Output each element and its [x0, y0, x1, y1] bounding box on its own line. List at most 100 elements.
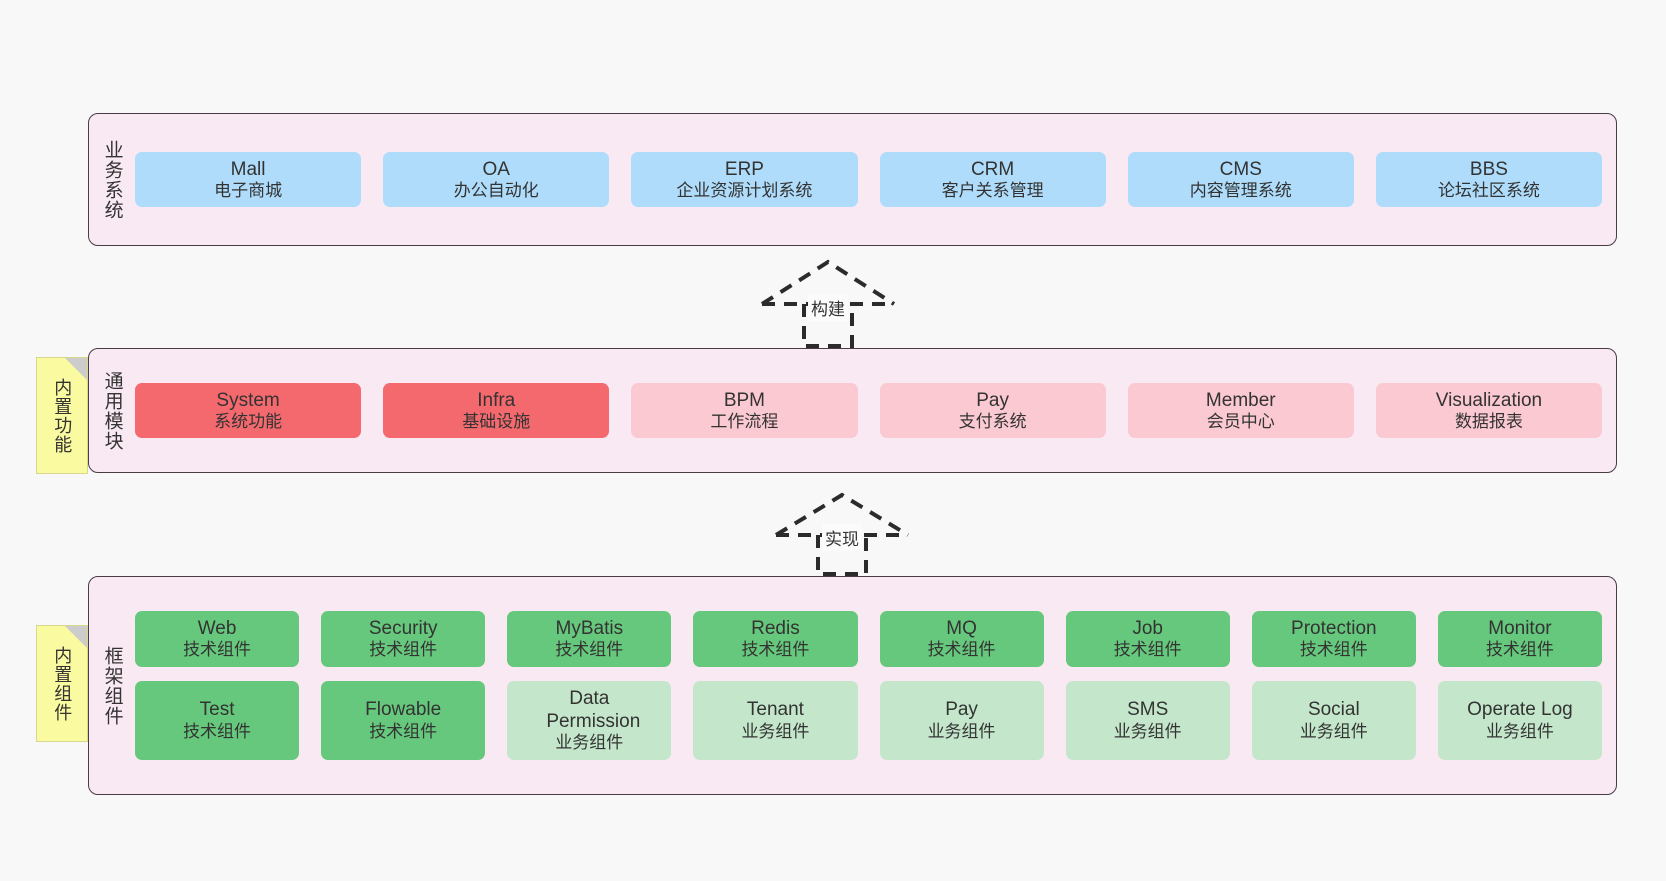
layer-body-common-module: System 系统功能 Infra 基础设施 BPM 工作流程 Pay 支付系统…: [135, 349, 1616, 472]
card-title: Tenant: [746, 699, 804, 721]
card-social[interactable]: Social 业务组件: [1251, 680, 1416, 760]
card-infra[interactable]: Infra 基础设施: [383, 382, 610, 439]
card-mall[interactable]: Mall 电子商城: [135, 151, 362, 208]
card-security[interactable]: Security 技术组件: [321, 611, 486, 667]
card-oa[interactable]: OA 办公自动化: [383, 151, 610, 208]
card-redis[interactable]: Redis 技术组件: [693, 611, 858, 667]
note-builtin-features: 内置功能: [36, 357, 88, 474]
card-row: Web 技术组件 Security 技术组件 MyBatis 技术组件 Redi…: [135, 611, 1602, 667]
card-title: Pay: [976, 389, 1009, 411]
card-title: Visualization: [1435, 389, 1543, 411]
card-title: Protection: [1291, 618, 1377, 639]
card-member[interactable]: Member 会员中心: [1127, 382, 1354, 439]
card-subtitle: 业务组件: [555, 733, 624, 753]
connector-build: 构建: [758, 258, 898, 348]
card-subtitle: 技术组件: [1299, 640, 1368, 660]
card-mybatis[interactable]: MyBatis 技术组件: [507, 611, 672, 667]
layer-common-module: 通用模块 System 系统功能 Infra 基础设施 BPM 工作流程 Pay…: [88, 348, 1617, 473]
card-title: Mall: [230, 158, 266, 180]
connector-label-build: 构建: [808, 294, 848, 321]
card-subtitle: 支付系统: [958, 411, 1027, 431]
card-subtitle: 办公自动化: [453, 180, 539, 200]
card-sms[interactable]: SMS 业务组件: [1065, 680, 1230, 760]
card-title: Pay: [945, 699, 978, 721]
card-title: MQ: [946, 618, 977, 639]
card-title: Infra: [477, 389, 516, 411]
card-subtitle: 技术组件: [555, 640, 624, 660]
card-job[interactable]: Job 技术组件: [1065, 611, 1230, 667]
card-subtitle: 技术组件: [1113, 640, 1182, 660]
note-fold-corner-icon: [65, 358, 87, 380]
card-subtitle: 技术组件: [927, 640, 996, 660]
card-title: Monitor: [1488, 618, 1552, 639]
card-protection[interactable]: Protection 技术组件: [1251, 611, 1416, 667]
connector-implement: 实现: [772, 491, 912, 576]
card-row: System 系统功能 Infra 基础设施 BPM 工作流程 Pay 支付系统…: [135, 382, 1603, 439]
connector-label-implement: 实现: [822, 524, 862, 551]
card-title: OA: [482, 158, 510, 180]
layer-title-common-module: 通用模块: [101, 370, 123, 451]
card-test[interactable]: Test 技术组件: [135, 680, 300, 760]
layer-title-business-system: 业务系统: [101, 139, 123, 220]
card-pay[interactable]: Pay 支付系统: [879, 382, 1106, 439]
card-title: Test: [199, 699, 235, 721]
card-subtitle: 电子商城: [214, 180, 283, 200]
card-subtitle: 数据报表: [1454, 411, 1523, 431]
card-subtitle: 系统功能: [214, 411, 283, 431]
card-pay-component[interactable]: Pay 业务组件: [879, 680, 1044, 760]
card-title: Redis: [751, 618, 800, 639]
card-title: Data Permission: [546, 687, 641, 733]
note-label: 内置功能: [52, 377, 73, 454]
card-operate-log[interactable]: Operate Log 业务组件: [1437, 680, 1602, 760]
card-cms[interactable]: CMS 内容管理系统: [1127, 151, 1354, 208]
card-row: Test 技术组件 Flowable 技术组件 Data Permission …: [135, 680, 1602, 760]
card-title: Job: [1132, 618, 1163, 639]
card-title: Social: [1307, 699, 1360, 721]
layer-body-business-system: Mall 电子商城 OA 办公自动化 ERP 企业资源计划系统 CRM 客户关系…: [135, 114, 1616, 245]
layer-title-framework-components: 框架组件: [101, 645, 123, 726]
card-title: Member: [1205, 389, 1276, 411]
card-title: Web: [197, 618, 237, 639]
card-flowable[interactable]: Flowable 技术组件: [321, 680, 486, 760]
card-title: CMS: [1219, 158, 1262, 180]
card-subtitle: 技术组件: [741, 640, 810, 660]
note-builtin-components: 内置组件: [36, 625, 88, 742]
card-bbs[interactable]: BBS 论坛社区系统: [1375, 151, 1603, 208]
card-subtitle: 内容管理系统: [1189, 180, 1292, 200]
card-title: System: [216, 389, 280, 411]
card-subtitle: 技术组件: [369, 640, 438, 660]
card-crm[interactable]: CRM 客户关系管理: [879, 151, 1106, 208]
card-subtitle: 业务组件: [1485, 721, 1554, 741]
card-title: Flowable: [365, 699, 442, 721]
card-monitor[interactable]: Monitor 技术组件: [1437, 611, 1602, 667]
note-label: 内置组件: [52, 645, 73, 722]
card-title: Operate Log: [1467, 699, 1573, 721]
card-subtitle: 工作流程: [710, 411, 779, 431]
card-visualization[interactable]: Visualization 数据报表: [1375, 382, 1603, 439]
card-subtitle: 论坛社区系统: [1437, 180, 1540, 200]
card-bpm[interactable]: BPM 工作流程: [631, 382, 858, 439]
card-subtitle: 技术组件: [183, 721, 252, 741]
card-title: ERP: [724, 158, 764, 180]
card-subtitle: 企业资源计划系统: [676, 180, 813, 200]
card-subtitle: 会员中心: [1206, 411, 1275, 431]
card-title: MyBatis: [555, 618, 624, 639]
card-tenant[interactable]: Tenant 业务组件: [693, 680, 858, 760]
layer-business-system: 业务系统 Mall 电子商城 OA 办公自动化 ERP 企业资源计划系统 CRM…: [88, 113, 1617, 246]
card-subtitle: 技术组件: [1485, 640, 1554, 660]
card-subtitle: 业务组件: [1299, 721, 1368, 741]
card-title: SMS: [1127, 699, 1169, 721]
card-web[interactable]: Web 技术组件: [135, 611, 300, 667]
card-subtitle: 业务组件: [1113, 721, 1182, 741]
card-data-permission[interactable]: Data Permission 业务组件: [507, 680, 672, 760]
card-subtitle: 业务组件: [741, 721, 810, 741]
card-erp[interactable]: ERP 企业资源计划系统: [631, 151, 858, 208]
card-system[interactable]: System 系统功能: [135, 382, 362, 439]
layer-body-framework-components: Web 技术组件 Security 技术组件 MyBatis 技术组件 Redi…: [135, 577, 1616, 794]
card-title: BPM: [723, 389, 766, 411]
note-fold-corner-icon: [65, 626, 87, 648]
card-subtitle: 客户关系管理: [941, 180, 1044, 200]
card-title: CRM: [970, 158, 1015, 180]
card-mq[interactable]: MQ 技术组件: [879, 611, 1044, 667]
